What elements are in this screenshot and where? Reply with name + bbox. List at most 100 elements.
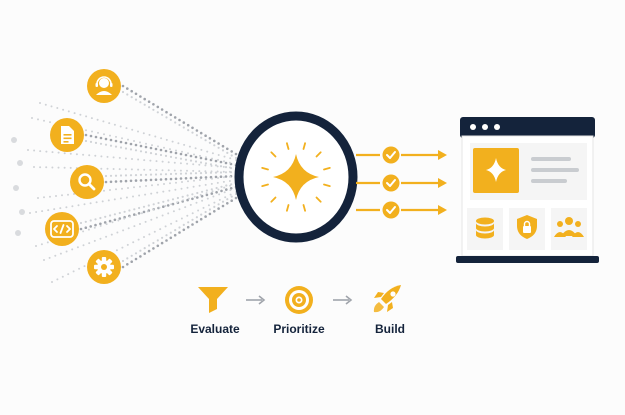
stream-dot [157, 183, 159, 186]
stream-dot [115, 135, 117, 138]
stream-dot [118, 156, 121, 159]
stream-dot [168, 189, 171, 192]
stream-dot [95, 201, 98, 204]
stream-dot [226, 151, 229, 154]
stream-dot [160, 108, 164, 111]
stream-dot [143, 159, 146, 162]
stream-dot [229, 184, 232, 187]
stream-dot [223, 155, 226, 158]
stream-dot [17, 160, 23, 166]
stream-dot [214, 164, 218, 167]
stream-dot [191, 223, 194, 226]
stream-dot [160, 241, 164, 245]
stream-dot [109, 174, 113, 177]
stream-dot [234, 156, 238, 160]
stream-dot [144, 173, 148, 176]
stream-dot [142, 132, 145, 135]
stream-dot [121, 137, 123, 140]
stream-dot [119, 146, 123, 149]
stream-dot [112, 156, 115, 159]
stream-dot [186, 214, 189, 217]
sparkle-icon [486, 158, 506, 182]
stream-dot [159, 153, 163, 157]
stream-dot [113, 123, 116, 126]
stream-dot [130, 260, 133, 264]
stream-dot [127, 138, 129, 141]
stream-dot [139, 144, 143, 148]
stream-dot [121, 84, 125, 88]
stream-dot [129, 142, 133, 146]
stream-dot [174, 151, 178, 155]
stream-dot [155, 169, 158, 171]
stream-dot [224, 161, 228, 165]
stream-dot [139, 101, 142, 104]
database-icon [476, 217, 494, 239]
stream-dot [192, 185, 195, 188]
stream-dot [85, 129, 87, 132]
stream-dot [216, 165, 219, 168]
stream-dot [113, 198, 116, 201]
stream-dot [212, 195, 215, 198]
stream-dot [216, 170, 219, 173]
stream-dot [217, 146, 220, 149]
stream-dot [169, 236, 173, 240]
step-arrow [246, 295, 266, 305]
step-label-evaluate: Evaluate [190, 322, 240, 336]
stream-dot [230, 154, 233, 157]
window-dot [470, 124, 476, 130]
stream-dot [67, 273, 70, 276]
stream-dot [178, 208, 181, 211]
stream-dot [182, 126, 185, 129]
stream-dot [160, 137, 163, 140]
stream-dot [47, 209, 50, 212]
stream-dot [121, 265, 125, 269]
check-icon [382, 201, 400, 219]
stream-dot [198, 184, 201, 187]
stream-dot [88, 154, 91, 157]
stream-dot [178, 123, 181, 127]
stream-dot [166, 204, 170, 207]
stream-dot [124, 147, 128, 150]
stream-dot [150, 192, 153, 195]
stream-dot [206, 150, 209, 153]
stream-dot [171, 202, 175, 206]
stream-dot [124, 157, 127, 160]
stream-dot [225, 184, 228, 187]
stream-dot [229, 193, 232, 196]
stream-dot [152, 103, 155, 106]
stream-dot [205, 192, 208, 195]
stream-dot [230, 195, 233, 198]
stream-dot [94, 218, 97, 221]
stream-dot [109, 134, 111, 137]
stream-dot [124, 174, 128, 177]
stream-dot [224, 196, 227, 199]
stream-dot [200, 213, 203, 216]
window-buttons [470, 124, 500, 130]
stream-dot [169, 118, 172, 121]
stream-dot [121, 187, 123, 190]
stream-dot [172, 210, 175, 213]
stream-dot [174, 156, 178, 159]
stream-dot [224, 175, 228, 178]
stream-dot [11, 137, 17, 143]
stream-dot [186, 194, 189, 197]
stream-dot [124, 168, 127, 171]
stream-dot [186, 186, 189, 189]
stream-dot [191, 197, 194, 201]
stream-dot [84, 139, 88, 143]
stream-dot [116, 231, 119, 234]
stream-dot [164, 225, 167, 228]
stream-dot [121, 90, 125, 94]
stream-dot [149, 173, 153, 176]
stream-dot [204, 210, 207, 214]
stream-dot [189, 159, 193, 162]
feature-tiles [467, 208, 587, 250]
stream-dot [113, 213, 116, 216]
output-arrows [356, 146, 447, 219]
stream-dot [224, 171, 228, 174]
stream-dot [199, 156, 203, 160]
stream-dot [61, 194, 63, 197]
stream-dot [161, 113, 164, 116]
stream-dot [152, 208, 155, 211]
stream-dot [229, 189, 232, 192]
